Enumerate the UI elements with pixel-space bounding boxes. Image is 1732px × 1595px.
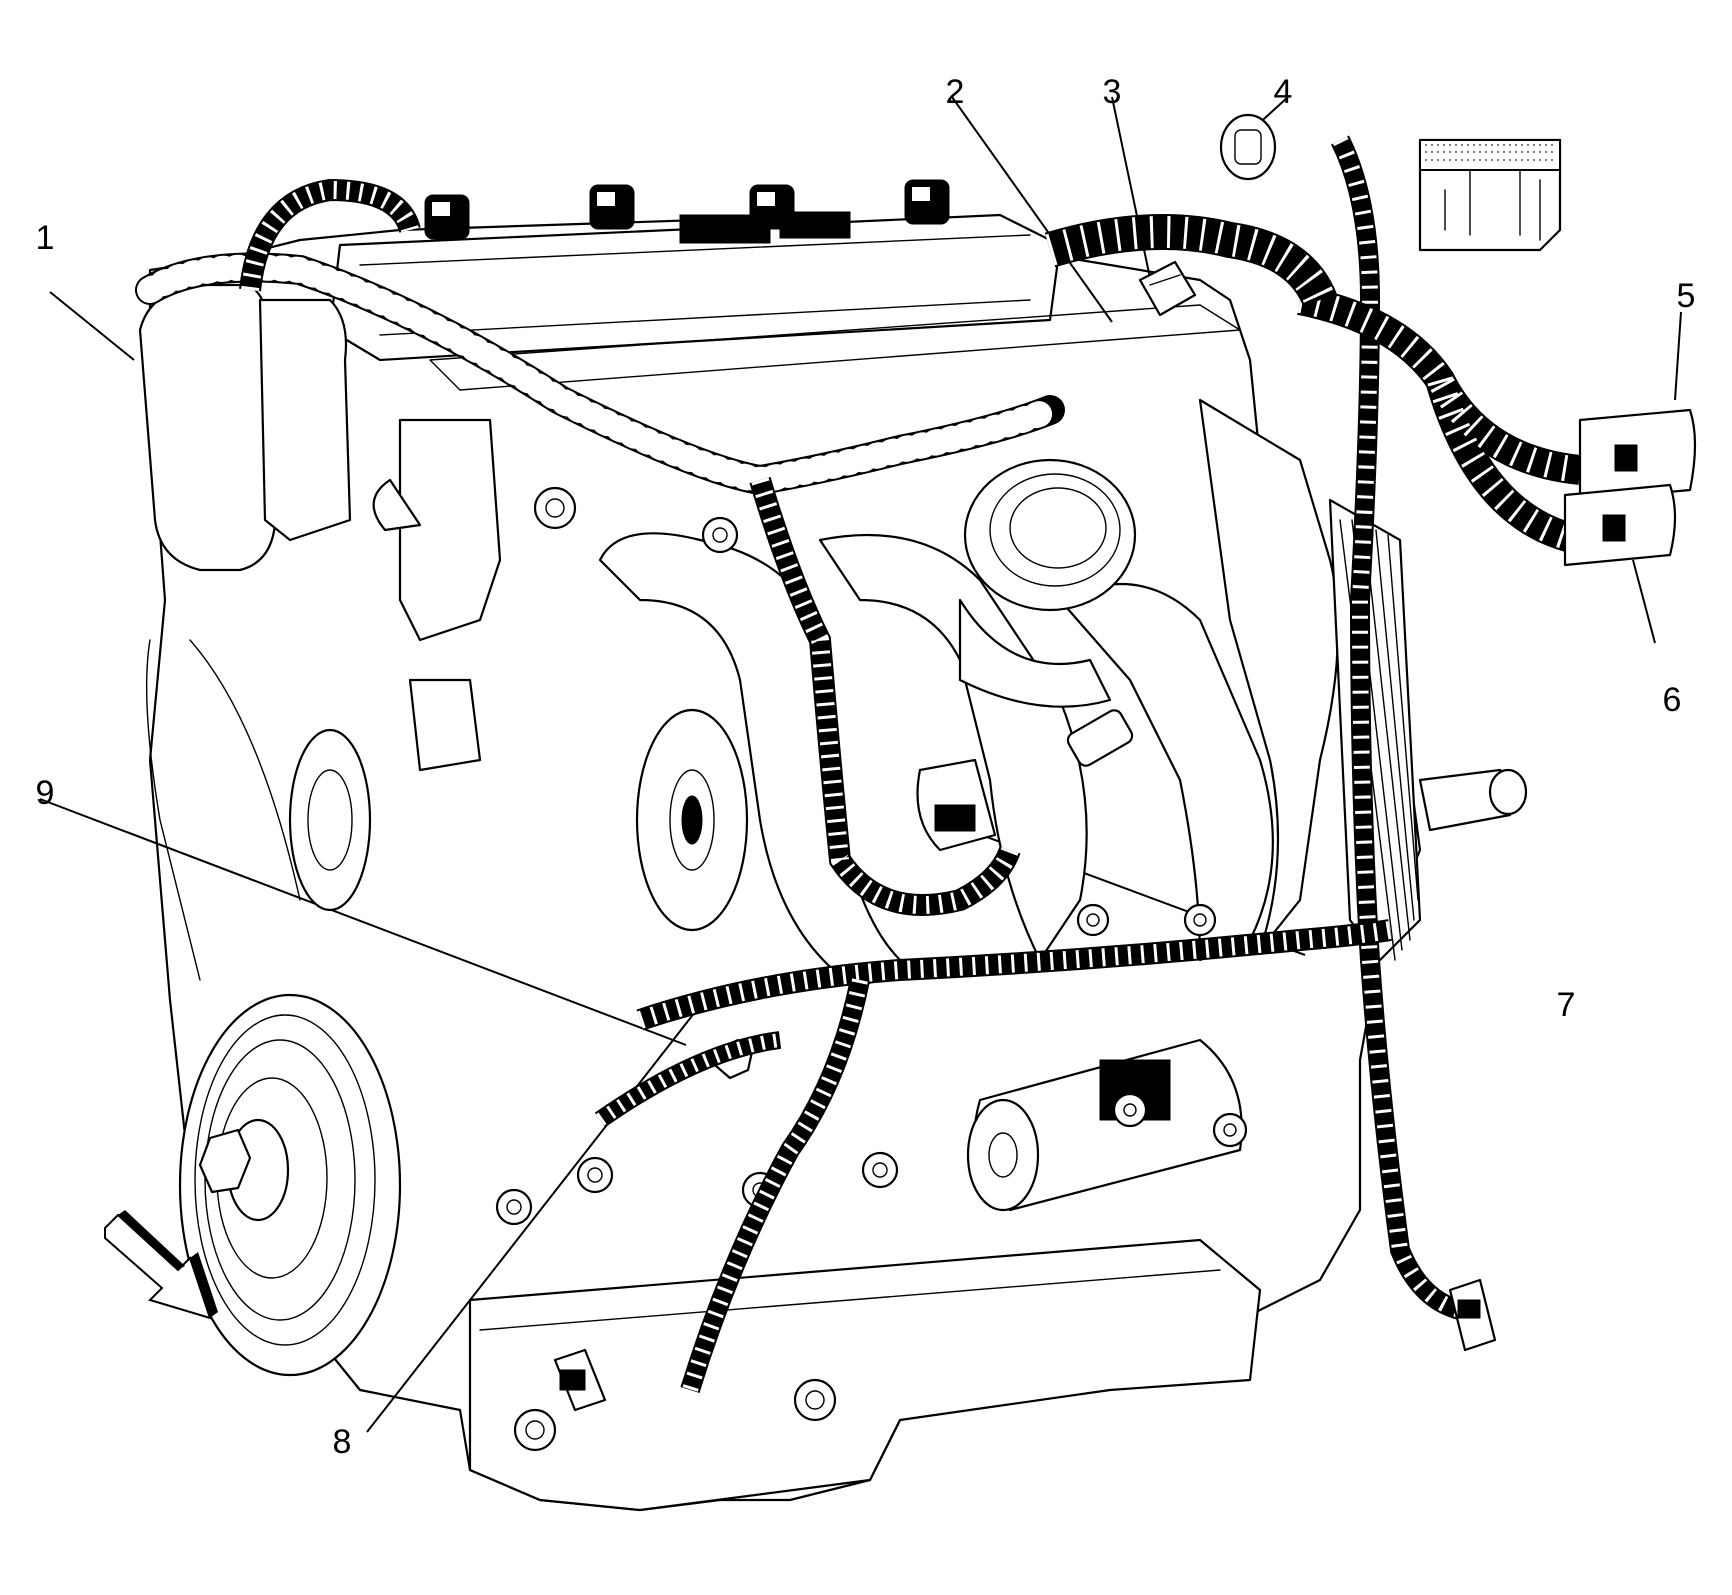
oil-pan: [468, 1238, 1262, 1512]
valve-cover-rib: [359, 234, 1031, 266]
callout-1: 1: [35, 219, 55, 257]
front-cover-edge: [145, 639, 201, 981]
front-cover-edge-2: [189, 639, 301, 901]
wiring-harness: [135, 135, 1584, 1393]
crankshaft-pulley: [178, 993, 402, 1377]
leader-line-5: [1674, 311, 1682, 401]
intake-runner-1: [598, 532, 902, 992]
harness-end-connector: [1448, 1278, 1497, 1352]
callout-5: 5: [1676, 277, 1696, 315]
leader-line-8: [366, 997, 707, 1433]
connector-5: [1578, 408, 1697, 502]
timing-cover-upper: [258, 298, 352, 542]
idler-pulley-1: [288, 728, 372, 912]
callout-8: 8: [332, 1423, 352, 1461]
engine-silhouette: [148, 218, 1422, 1512]
leader-line-6: [1632, 559, 1656, 644]
leader-line-9: [39, 798, 687, 1046]
callout-6: 6: [1662, 681, 1682, 719]
timing-cover-left: [138, 283, 277, 572]
connector-3: [1138, 260, 1197, 317]
ecm-connector-block: [1418, 138, 1562, 252]
connector-6: [1563, 483, 1677, 567]
callout-4: 4: [1273, 73, 1293, 111]
fuel-injector-connectors: [424, 179, 950, 240]
water-outlet: [398, 418, 502, 642]
throttle-body: [958, 458, 1137, 767]
intake-runner-3: [1058, 582, 1274, 962]
engine-block: [138, 211, 1528, 1512]
block-bolts: [495, 486, 1248, 1226]
knock-sensor-connector: [553, 1348, 607, 1412]
view-direction-arrow: [104, 1210, 218, 1320]
oil-pan-boss: [513, 1408, 557, 1452]
leader-line-1: [49, 291, 135, 361]
starter-motor: [966, 1038, 1243, 1212]
cam-cover-rail: [429, 304, 1241, 391]
callout-7: 7: [1556, 986, 1576, 1024]
leader-line-2: [951, 96, 1113, 323]
valve-cover-rib-2: [379, 299, 1031, 336]
callout-2: 2: [945, 73, 965, 111]
callout-9: 9: [35, 774, 55, 812]
crank-bolt: [198, 1128, 252, 1194]
callout-3: 3: [1102, 73, 1122, 111]
oil-pan-flange: [479, 1269, 1221, 1331]
drain-plug: [793, 1378, 837, 1422]
map-sensor-connector-7: [916, 758, 997, 852]
sensor-bracket: [408, 678, 482, 772]
o2-sensor-connector: [1219, 113, 1277, 181]
